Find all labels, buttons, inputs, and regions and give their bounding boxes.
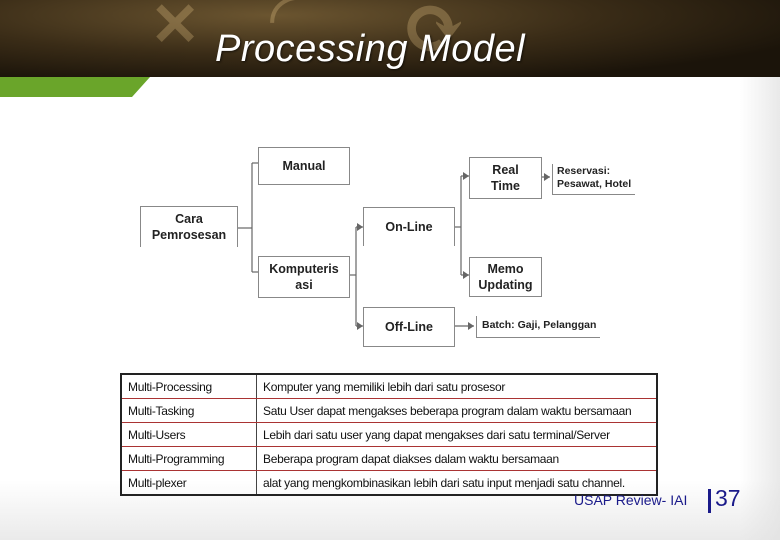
node-cara-pemrosesan: Cara Pemrosesan (140, 206, 238, 247)
node-label: Manual (282, 159, 326, 173)
term-cell: Multi-Programming (120, 446, 257, 471)
accent-bar (0, 77, 150, 97)
node-label: Memo Updating (478, 262, 533, 292)
node-manual: Manual (258, 147, 350, 185)
background-shade (740, 77, 780, 540)
node-memo-updating: Memo Updating (469, 257, 542, 297)
note-batch: Batch: Gaji, Pelanggan (476, 316, 601, 338)
node-real-time: Real Time (469, 157, 542, 199)
clock-background-decoration: ◜ (270, 0, 298, 58)
definition-cell: alat yang mengkombinasikan lebih dari sa… (256, 470, 658, 496)
definition-cell: Komputer yang memiliki lebih dari satu p… (256, 373, 658, 399)
note-reservasi: Reservasi: Pesawat, Hotel (552, 164, 636, 195)
footer-divider (708, 489, 711, 513)
clock-background-decoration: ⟳ (400, 0, 468, 74)
node-label: Real Time (491, 163, 520, 193)
footer-label: USAP Review- IAI (574, 492, 688, 508)
header-banner: ✕ ◜ ⟳ (0, 0, 780, 77)
term-cell: Multi-Tasking (120, 398, 257, 423)
term-cell: Multi-plexer (120, 470, 257, 496)
node-offline: Off-Line (363, 307, 455, 347)
term-cell: Multi-Processing (120, 373, 257, 399)
note-line: Batch: Gaji, Pelanggan (482, 319, 597, 331)
node-label: Cara Pemrosesan (151, 212, 227, 242)
slide-title: Processing Model (215, 28, 526, 70)
page-number: 37 (715, 485, 741, 511)
node-label: Komputeris asi (269, 262, 339, 292)
node-komputerisasi: Komputeris asi (258, 256, 350, 298)
node-online: On-Line (363, 207, 455, 246)
definition-cell: Beberapa program dapat diakses dalam wak… (256, 446, 658, 471)
term-cell: Multi-Users (120, 422, 257, 447)
definition-cell: Lebih dari satu user yang dapat mengakse… (256, 422, 658, 447)
node-label: Off-Line (385, 320, 433, 334)
definition-cell: Satu User dapat mengakses beberapa progr… (256, 398, 658, 423)
note-line: Reservasi: (557, 165, 611, 177)
node-label: On-Line (385, 220, 433, 234)
note-line: Pesawat, Hotel (557, 178, 632, 190)
clock-background-decoration: ✕ (150, 0, 201, 60)
